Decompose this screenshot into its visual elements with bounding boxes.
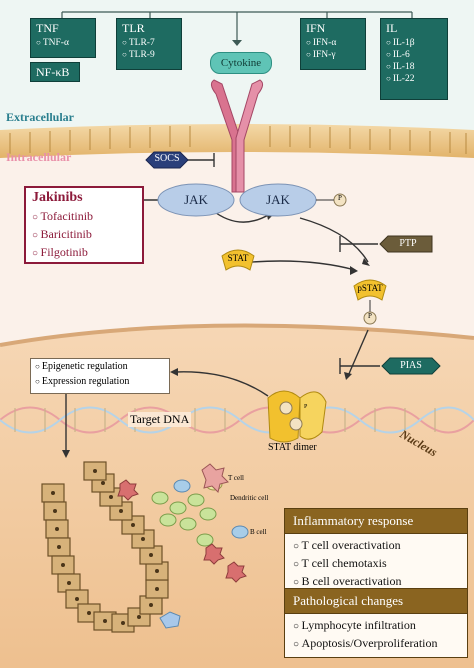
tlr-item: TLR-7	[117, 37, 181, 49]
lymphocytes	[117, 477, 249, 629]
ifn-item: IFN-γ	[301, 49, 365, 61]
phospho-dimer: P	[304, 404, 308, 410]
nfkb-box: NF-κB	[30, 62, 80, 82]
pstat-label: pSTAT	[357, 283, 383, 293]
tlr-box: TLR TLR-7 TLR-9	[116, 18, 182, 70]
stat-label: STAT	[227, 253, 249, 263]
cytokine-receptor	[210, 79, 264, 193]
t-cell-label: T cell	[228, 474, 245, 482]
inflammatory-title: Inflammatory response	[293, 513, 414, 528]
jakinibs-title: Jakinibs	[32, 190, 83, 205]
cytokine-label: Cytokine	[210, 52, 272, 74]
b-cell-label: B cell	[250, 528, 267, 536]
il-box: IL IL-1β IL-6 IL-18 IL-22	[380, 18, 448, 100]
pathological-changes-box: Pathological changes Lymphocyte infiltra…	[284, 588, 468, 658]
inflammatory-response-box: Inflammatory response T cell overactivat…	[284, 508, 468, 596]
phospho-stat: P	[368, 312, 372, 320]
intracellular-label: Intracellular	[6, 150, 72, 164]
il-item: IL-18	[381, 61, 447, 73]
dendritic-cell-shape	[201, 463, 229, 493]
il-item: IL-6	[381, 49, 447, 61]
stat-dimer-shape	[267, 390, 327, 443]
jakinibs-box: Jakinibs Tofacitinib Baricitinib Filgoti…	[24, 186, 144, 264]
jak-label-left: JAK	[184, 192, 208, 207]
tnf-title: TNF	[36, 21, 59, 35]
il-item: IL-22	[381, 73, 447, 85]
inflammatory-item: B cell overactivation	[293, 573, 459, 591]
regulation-item: Epigenetic regulation	[31, 359, 169, 374]
pathological-item: Lymphocyte infiltration	[293, 617, 459, 635]
tlr-item: TLR-9	[117, 49, 181, 61]
socs-label: SOCS	[154, 153, 180, 164]
inflammatory-item: T cell overactivation	[293, 537, 459, 555]
phospho-jak: P	[338, 194, 342, 202]
ptp-label: PTP	[399, 238, 417, 249]
pias-label: PIAS	[400, 360, 422, 371]
regulation-box: Epigenetic regulation Expression regulat…	[30, 358, 170, 394]
ifn-title: IFN	[306, 21, 326, 35]
jakinib-item: Filgotinib	[26, 244, 142, 262]
ifn-box: IFN IFN-α IFN-γ	[300, 18, 366, 70]
dendritic-cell-label: Dendritic cell	[230, 494, 269, 502]
pathological-title: Pathological changes	[293, 593, 404, 608]
inflammatory-item: T cell chemotaxis	[293, 555, 459, 573]
tlr-title: TLR	[122, 21, 145, 35]
pathological-item: Apoptosis/Overproliferation	[293, 635, 459, 653]
tnf-box: TNF TNF-α	[30, 18, 96, 58]
ifn-item: IFN-α	[301, 37, 365, 49]
jakinib-item: Tofacitinib	[26, 208, 142, 226]
jakinib-item: Baricitinib	[26, 226, 142, 244]
target-dna-label: Target DNA	[128, 412, 192, 427]
regulation-item: Expression regulation	[31, 374, 169, 389]
jak-label-right: JAK	[266, 192, 290, 207]
nfkb-title: NF-κB	[36, 65, 70, 79]
tnf-item: TNF-α	[31, 37, 95, 49]
stat-dimer-label: STAT dimer	[268, 442, 317, 453]
il-item: IL-1β	[381, 37, 447, 49]
extracellular-label: Extracellular	[6, 110, 74, 124]
il-title: IL	[386, 21, 398, 35]
